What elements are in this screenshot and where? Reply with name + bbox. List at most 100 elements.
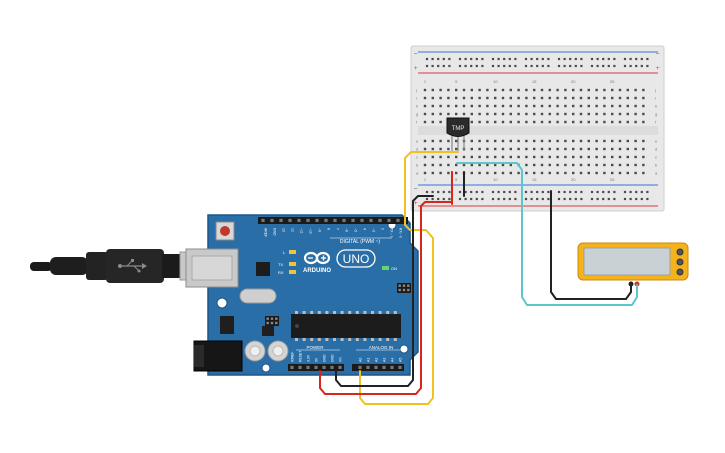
header-pin[interactable] [351,218,355,222]
header-pin[interactable] [298,365,302,369]
hole [587,112,590,116]
multimeter[interactable] [577,242,689,287]
wire-yellow[interactable] [359,151,459,405]
header-pin[interactable] [366,365,370,369]
hole [470,112,473,116]
wire-black-gnd[interactable] [335,195,434,387]
hole [514,190,517,194]
header-pin[interactable] [358,365,362,369]
header-pin[interactable] [387,218,391,222]
digital-pin-label: GND [273,228,277,236]
row-letter: j [654,88,656,93]
header-pin[interactable] [324,218,328,222]
crystal-oscillator [239,288,277,304]
header-pin[interactable] [378,218,382,222]
hole [569,190,572,194]
hole [587,171,590,175]
header-pin[interactable] [306,365,310,369]
hole [447,163,450,167]
mode-knob[interactable] [676,258,684,266]
header-pin[interactable] [374,365,378,369]
hole [540,163,544,167]
header-pin[interactable] [398,365,402,369]
hole [508,190,511,194]
hole [626,163,629,167]
mode-knob[interactable] [676,248,684,256]
hole [464,57,467,61]
row-letter: e [655,139,658,144]
hole [611,139,614,143]
header-pin[interactable] [290,365,294,369]
hole [442,64,445,68]
hole [590,190,594,194]
hole [525,88,528,92]
hole [447,147,450,151]
digital-pin-label: 7 [336,228,340,230]
hole [533,171,536,175]
header-pin[interactable] [382,365,386,369]
header-pin[interactable] [342,218,346,222]
row-letter: f [655,120,657,125]
header-pin[interactable] [396,218,400,222]
usb-cable[interactable] [30,249,211,283]
hole [572,171,575,175]
hole [556,104,559,108]
hole [556,139,559,143]
hole [470,197,473,201]
temperature-sensor[interactable]: TMP [446,117,470,151]
hole [587,88,590,92]
header-pin[interactable] [297,218,301,222]
hole [509,155,512,159]
header-pin[interactable] [338,365,342,369]
hole [439,171,442,175]
wire-red[interactable] [319,171,453,395]
hole [439,155,442,159]
header-pin[interactable] [288,218,292,222]
hole [613,197,616,201]
hole [603,171,606,175]
header-pin[interactable] [315,218,319,222]
hole [514,197,517,201]
header-pin[interactable] [390,365,394,369]
hole [486,155,489,159]
row-letter: g [416,112,418,117]
header-pin[interactable] [330,365,334,369]
hole [579,163,583,167]
power-section-label: POWER [306,345,324,350]
column-number: 1 [424,79,427,84]
hole [486,171,489,175]
header-pin[interactable] [322,365,326,369]
header-pin[interactable] [314,365,318,369]
header-pin[interactable] [261,218,265,222]
hole [548,104,551,108]
hole [629,64,632,68]
hole [437,197,440,201]
hole [509,147,512,151]
hole [470,57,473,61]
hole [470,155,473,159]
hole [623,57,627,61]
hole [574,197,577,201]
header-pin[interactable] [306,218,310,222]
header-pin[interactable] [369,218,373,222]
header-pin[interactable] [270,218,274,222]
hole [464,190,467,194]
wire-black[interactable] [550,190,632,300]
hole [596,64,599,68]
power-rail-bottom-negative [425,190,649,194]
hole [503,190,506,194]
hole [626,147,629,151]
hole [540,104,544,108]
header-pin[interactable] [279,218,283,222]
wire-cyan[interactable] [456,162,638,306]
mode-knob[interactable] [676,268,684,276]
hole [501,139,505,143]
header-pin[interactable] [333,218,337,222]
hole [548,112,551,116]
hole [447,96,450,100]
hole [431,197,434,201]
header-pin[interactable] [360,218,364,222]
